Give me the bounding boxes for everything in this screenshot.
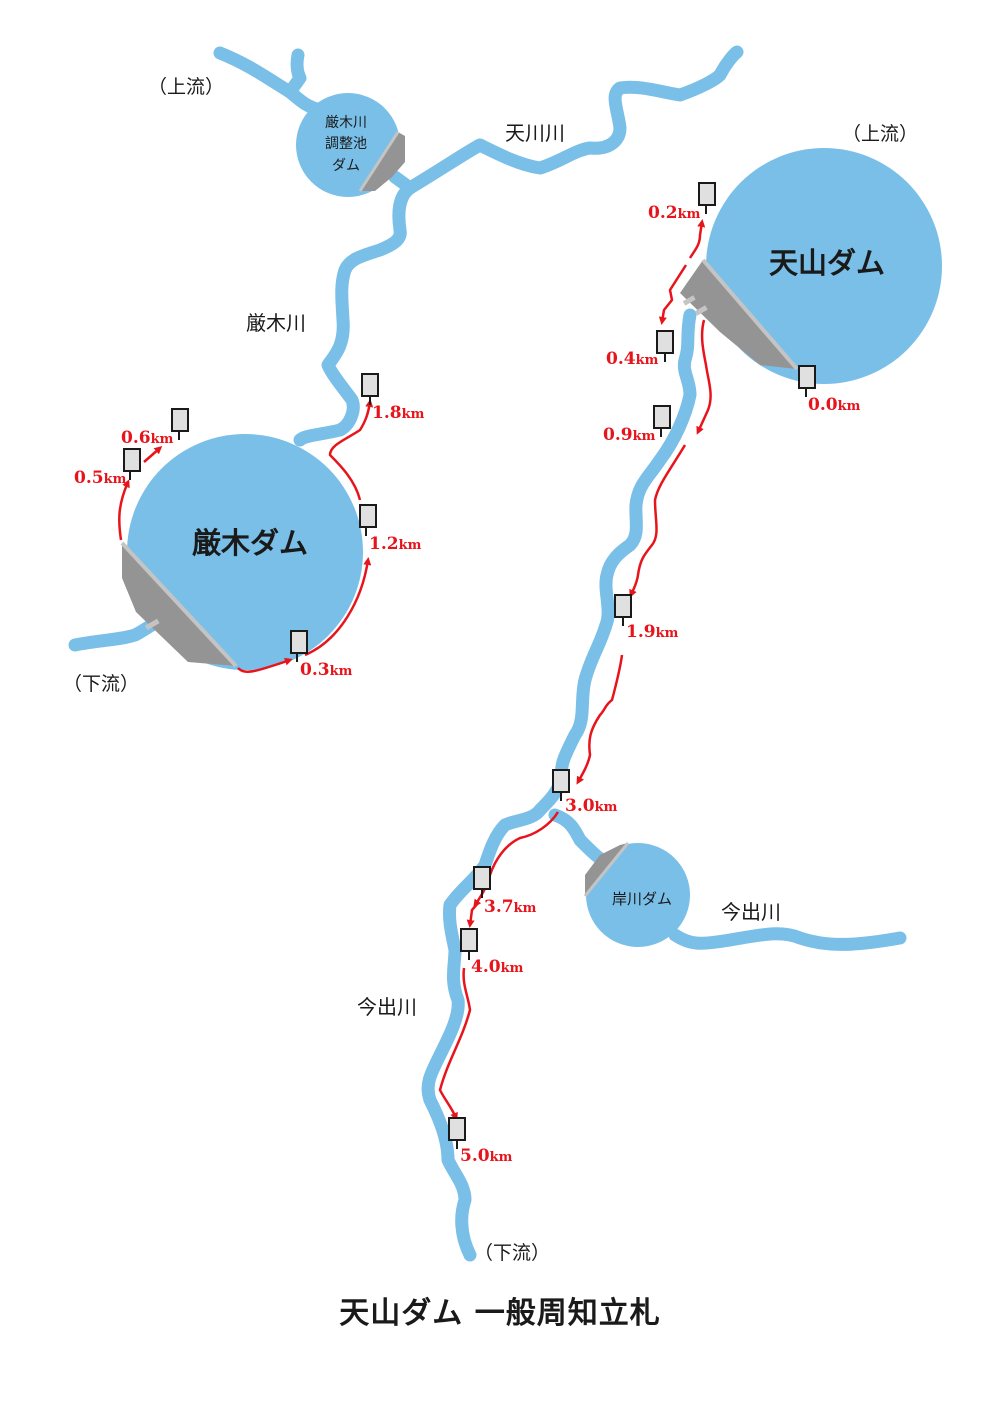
route-tenzan-0.9-1.9 [629,444,687,598]
km-label-iwaki-1.8: 1.8km [372,403,425,423]
km-label-iwaki-1.2: 1.2km [369,534,422,554]
river-kishigawa-link [548,808,612,869]
km-label-iwaki-0.6: 0.6km [121,428,174,448]
sign-iwaki-0.5 [123,448,141,480]
route-iwaki-0.3 [237,657,293,673]
river-imade-east [668,927,907,951]
sign-tenzan-0.4 [656,330,674,362]
dam-chosei-name-line2: 調整池 [325,136,367,152]
dam-names: 厳木川 調整池 ダム 厳木ダム 天山ダム 岸川ダム [192,115,885,908]
river-iwaki-label: 厳木川 [246,311,306,335]
dam-tenzan-body [680,260,797,369]
dam-structures [120,131,799,897]
route-tenzan-0.4 [658,264,688,325]
sign-tenzan-0.2 [698,182,716,214]
sign-iwaki-0.3 [290,630,308,662]
river-iwaki [293,181,417,447]
river-amagawa-label: 天川川 [505,121,565,145]
sign-tenzan-0.9 [653,405,671,437]
river-imade-lower-label: 今出川 [357,995,417,1019]
page-title: 天山ダム 一般周知立札 [339,1296,661,1331]
sign-iwaki-1.8 [361,373,379,405]
route-iwaki-1.2 [304,557,372,657]
sign-tenzan-3.0 [552,769,570,801]
route-iwaki-0.6 [143,446,163,463]
place-labels: （上流） （上流） （下流） （下流） 天川川 厳木川 今出川 今出川 [63,76,918,1264]
km-label-iwaki-0.3: 0.3km [300,660,353,680]
dam-chosei-name-line3: ダム [332,158,360,174]
route-tenzan-4.0-5.0 [438,967,472,1121]
km-label-tenzan-3.7: 3.7km [484,897,537,917]
sign-tenzan-0.0 [798,365,816,397]
km-labels: 0.3km 1.2km 1.8km 0.5km 0.6km 0.0km 0.2k… [74,203,861,1166]
downstream-bottom-label: （下流） [474,1242,550,1264]
km-label-tenzan-0.4: 0.4km [606,349,659,369]
river-iwaki-upstream [213,46,327,117]
river-imade-east-label: 今出川 [721,900,781,924]
sign-iwaki-0.6 [171,408,189,440]
upstream-right-label: （上流） [842,123,918,145]
lake-tenzan [706,148,942,384]
dam-chosei-name-line1: 厳木川 [325,115,367,131]
lakes [127,93,942,947]
sign-tenzan-4.0 [460,928,478,960]
route-tenzan-down [696,319,712,435]
river-amagawa [388,45,744,195]
signs [123,182,816,1149]
route-tenzan-1.9-3.0 [576,654,624,785]
sign-tenzan-5.0 [448,1117,466,1149]
lake-kishigawa [586,843,690,947]
sign-tenzan-3.7 [473,866,491,898]
km-label-iwaki-0.5: 0.5km [74,468,127,488]
upstream-left-label: （上流） [148,76,224,98]
dam-kishigawa-name: 岸川ダム [612,890,672,908]
sign-tenzan-1.9 [614,594,632,626]
km-label-tenzan-0.0: 0.0km [808,395,861,415]
route-iwaki-1.8 [328,399,374,501]
km-label-tenzan-3.0: 3.0km [565,796,618,816]
km-label-tenzan-5.0: 5.0km [460,1146,513,1166]
dam-tenzan-name: 天山ダム [769,246,885,280]
km-label-tenzan-4.0: 4.0km [471,957,524,977]
dam-iwaki-name: 厳木ダム [192,526,308,560]
km-label-tenzan-0.9: 0.9km [603,425,656,445]
route-tenzan-3.7-4.0 [466,902,479,928]
km-label-tenzan-0.2: 0.2km [648,203,701,223]
sign-iwaki-1.2 [359,504,377,536]
km-label-tenzan-1.9: 1.9km [626,622,679,642]
route-tenzan-0.2 [688,219,706,259]
route-iwaki-0.5 [118,479,130,541]
downstream-left-label: （下流） [63,673,139,695]
